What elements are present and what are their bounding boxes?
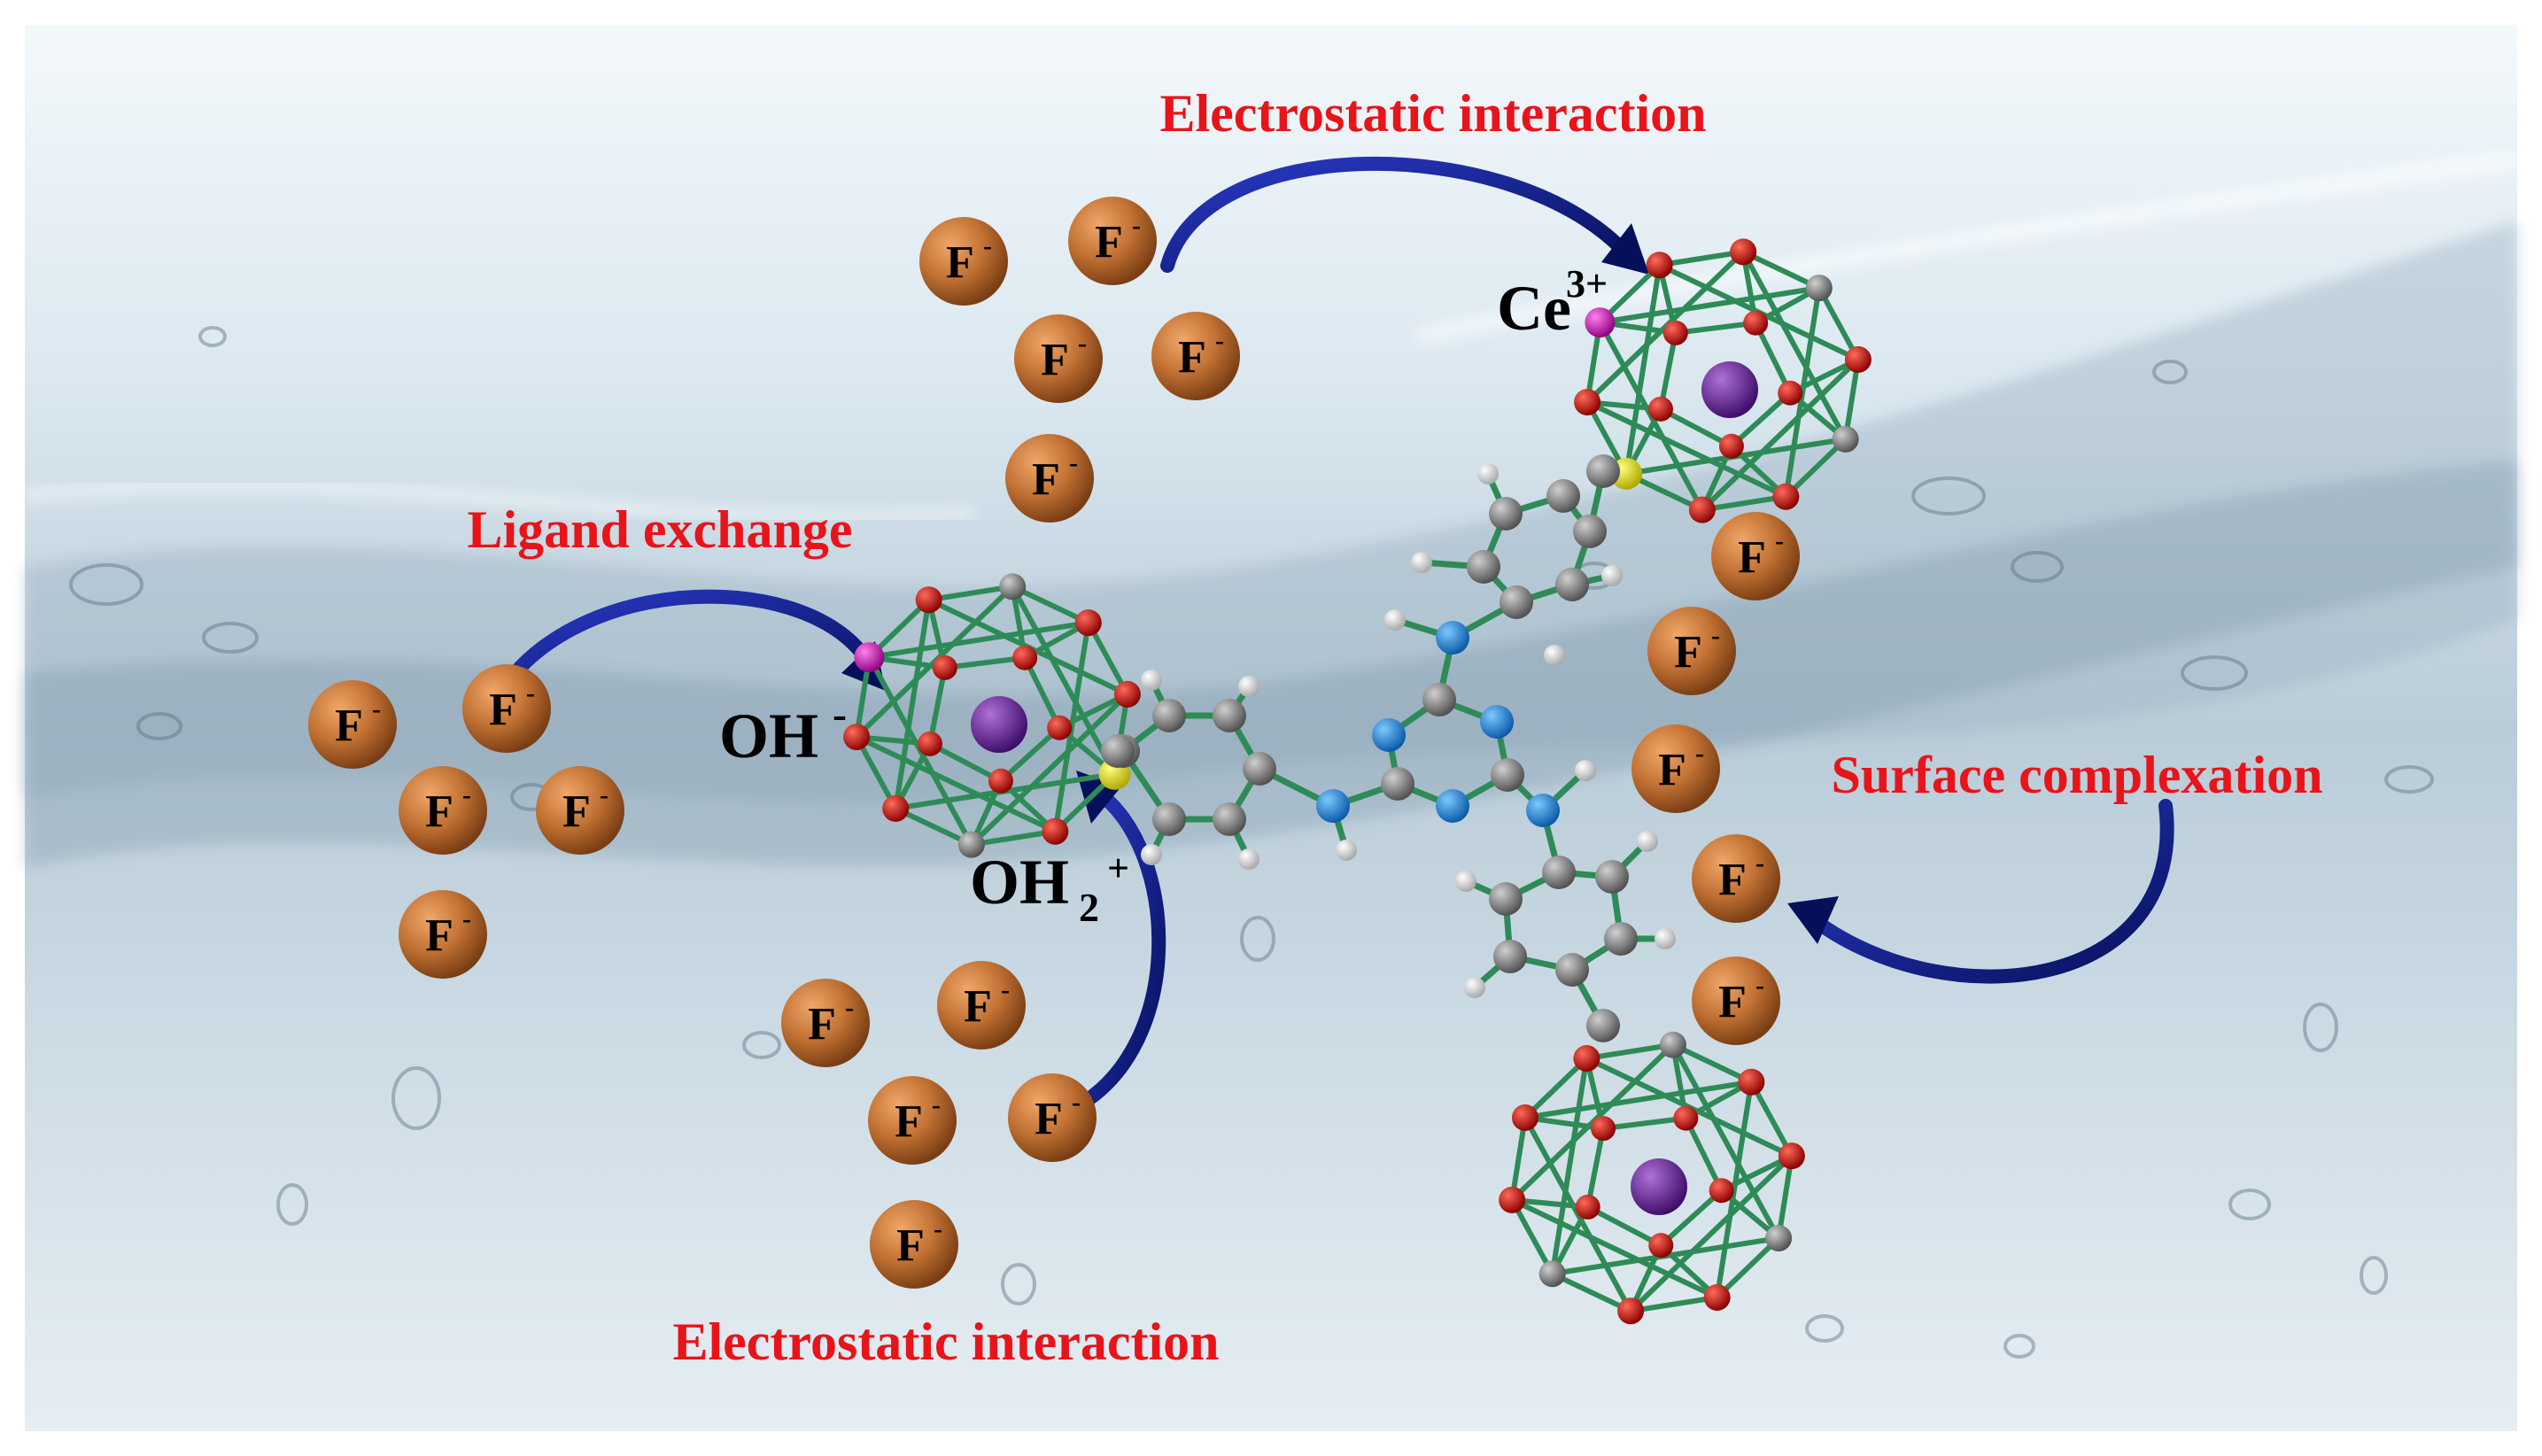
fluoride-sup-text: -: [1078, 329, 1087, 358]
label-ligand-exchange: Ligand exchange: [467, 500, 852, 559]
water-background-icon: [24, 25, 2519, 1431]
fluoride-sup-text: -: [600, 780, 608, 809]
curved-arrow-icon: [1787, 799, 2174, 984]
label-protonated-hydroxyl: OH 2 +: [970, 847, 1129, 930]
fluoride-base-text: F: [1718, 855, 1747, 905]
fluoride-sup-text: -: [526, 678, 535, 708]
fluoride-sup-text: -: [1775, 526, 1784, 555]
fluoride-ion-icon: F-: [1008, 1073, 1097, 1162]
fluoride-sup-text: -: [1072, 1088, 1081, 1117]
fluoride-sup-text: -: [934, 1214, 942, 1243]
oh-base-text: OH: [719, 701, 818, 771]
fluoride-ion-icon: F-: [536, 766, 624, 855]
cluster-icon: [1574, 238, 1872, 523]
label-surface-complexation: Surface complexation: [1832, 746, 2323, 804]
oh2-sub-text: 2: [1079, 885, 1099, 930]
fluoride-base-text: F: [562, 786, 591, 837]
molecule-icon: [1101, 454, 1676, 1042]
fluoride-base-text: F: [1041, 335, 1069, 385]
fluoride-ion-icon: F-: [1711, 512, 1800, 600]
ce-sup-text: 3+: [1566, 262, 1608, 306]
fluoride-base-text: F: [1095, 217, 1123, 267]
ce-base-text: Ce: [1497, 273, 1571, 344]
fluoride-ion-icon: F-: [1068, 197, 1157, 285]
fluoride-sup-text: -: [932, 1090, 941, 1119]
label-electrostatic-interaction-top: Electrostatic interaction: [1159, 84, 1706, 143]
fluoride-base-text: F: [425, 910, 453, 961]
fluoride-ion-icon: F-: [1005, 434, 1094, 523]
fluoride-sup-text: -: [1755, 848, 1764, 878]
fluoride-ion-icon: F-: [870, 1200, 958, 1289]
fluoride-sup-text: -: [1755, 971, 1764, 1000]
fluoride-sup-text: -: [462, 904, 471, 933]
cluster-icon: [843, 573, 1141, 858]
fluoride-base-text: F: [1035, 1094, 1063, 1144]
fluoride-sup-text: -: [1069, 448, 1078, 477]
label-ce-3plus: Ce 3+: [1497, 262, 1608, 344]
fluoride-base-text: F: [425, 786, 453, 837]
fluoride-base-text: F: [1718, 977, 1747, 1027]
fluoride-base-text: F: [1738, 532, 1766, 583]
fluoride-ion-icon: F-: [462, 664, 551, 753]
oh2-sup-text: +: [1107, 847, 1129, 890]
fluoride-sup-text: -: [462, 780, 471, 809]
label-hydroxide: OH -: [719, 691, 847, 771]
cluster-icon: [1499, 1031, 1805, 1325]
fluoride-ion-icon: F-: [1631, 724, 1720, 813]
fluoride-base-text: F: [964, 981, 992, 1032]
fluoride-sup-text: -: [1132, 211, 1141, 240]
fluoride-ion-icon: F-: [1692, 956, 1780, 1045]
fluoride-base-text: F: [1178, 332, 1206, 383]
curved-arrow-icon: [1160, 156, 1649, 275]
fluoride-ion-icon: F-: [919, 217, 1008, 306]
fluoride-sup-text: -: [372, 694, 381, 724]
fluoride-ion-icon: F-: [399, 890, 487, 979]
fluoride-ion-icon: F-: [1014, 314, 1103, 403]
fluoride-base-text: F: [1032, 454, 1060, 505]
fluoride-base-text: F: [895, 1096, 923, 1147]
fluoride-base-text: F: [1658, 745, 1686, 795]
label-electrostatic-interaction-bottom: Electrostatic interaction: [672, 1313, 1219, 1371]
fluoride-sup-text: -: [1001, 975, 1010, 1004]
fluoride-sup-text: -: [1695, 739, 1704, 768]
fluoride-sup-text: -: [1215, 326, 1224, 355]
oh2-base-text: OH: [970, 847, 1069, 918]
fluoride-base-text: F: [489, 685, 517, 735]
fluoride-ion-icon: F-: [868, 1076, 957, 1165]
fluoride-base-text: F: [896, 1220, 925, 1271]
fluoride-sup-text: -: [845, 993, 854, 1022]
fluoride-base-text: F: [808, 999, 836, 1049]
fluoride-sup-text: -: [1711, 621, 1720, 650]
fluoride-ion-icon: F-: [1692, 834, 1780, 923]
fluoride-ion-icon: F-: [937, 961, 1026, 1049]
fluoride-ion-icon: F-: [308, 680, 397, 769]
fluoride-ion-icon: F-: [399, 766, 487, 855]
fluoride-base-text: F: [335, 701, 363, 751]
fluoride-ion-icon: F-: [781, 979, 870, 1067]
fluoride-sup-text: -: [983, 231, 992, 260]
fluoride-base-text: F: [1674, 627, 1702, 678]
fluoride-base-text: F: [946, 237, 974, 288]
fluoride-ion-icon: F-: [1151, 312, 1240, 400]
oh-sup-text: -: [833, 691, 847, 738]
fluoride-ion-icon: F-: [1647, 607, 1736, 695]
